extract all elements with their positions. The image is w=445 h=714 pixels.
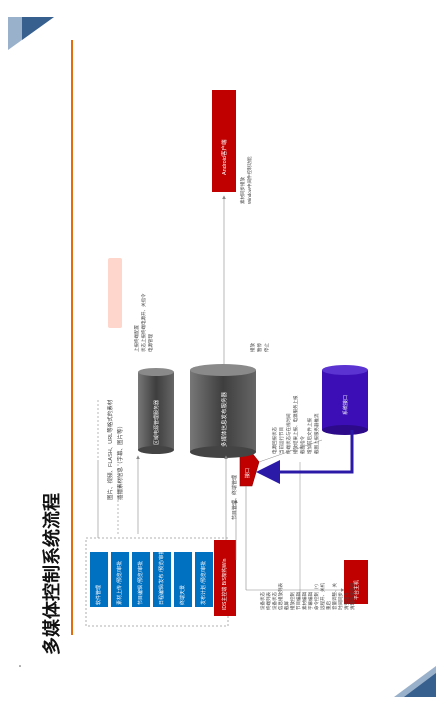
corner-decoration-top-dark [22, 17, 54, 40]
page-title: 多媒体控制系统流程 [41, 493, 62, 655]
android-note: Window中间件控制功能 [246, 156, 253, 204]
android-note: 素材同步播放 [239, 177, 246, 204]
system-interface-label: 系统接口 [342, 395, 349, 415]
terminal-note: 清理存储空间 [349, 583, 356, 610]
interface-notes: 电源回报状态 当前运行节目 终端状态与在线时间 播放结果上报、电源服务上报 截图… [271, 395, 320, 454]
terminal-note: 音量调整、关 [331, 583, 338, 610]
terminal-note: 设备状态 [271, 592, 278, 610]
connector [258, 439, 323, 463]
system-interface-cylinder [322, 365, 368, 435]
top-note-line2: 插播素材信息（字幕、图片等） [116, 423, 124, 500]
terminal-note: 命令控制（*） [313, 581, 320, 610]
terminal-notes: 设备状态 终端列表 设备状态 信息播放列表 截屏 播放控制 节目编辑 素材编辑 … [259, 581, 356, 610]
terminal-note: 字幕编辑 [307, 592, 314, 610]
media-server-cylinder [190, 364, 256, 458]
module-label: 素材上传 /预览/审批 [116, 561, 123, 605]
corner-decoration-bottom-dark [404, 673, 436, 697]
module-item: 日程编辑/发布 /预览/审批 [153, 549, 171, 607]
top-note: 图片、视频、FLASH、URL等格式的素材 插播素材信息（字幕、图片等） [106, 399, 124, 500]
page-dot [19, 665, 21, 667]
interface-label: 接口 [244, 468, 251, 478]
module-label: 发布计划 /预览/审批 [200, 561, 207, 605]
android-label: Android客户端 [220, 139, 228, 175]
power-server-cylinder [138, 368, 174, 454]
power-note: 上报终端配置 [133, 325, 140, 352]
interface-note: 电源回报状态 [271, 427, 278, 454]
terminal-note: 时间同步 [337, 592, 344, 610]
power-server-label: 区域电源管理服务器 [153, 400, 160, 445]
db-notes: 播放 暂停 停止 [249, 343, 270, 352]
server-note: 节目管理、终端管理 [231, 475, 238, 520]
db-note: 播放 [249, 343, 256, 352]
terminal-note: 截屏 [283, 601, 290, 610]
media-server-label: 多媒体信息发布服务器 [220, 391, 228, 447]
power-note: 电源管理 [147, 334, 154, 352]
interface-note: 截图上报服务器推流 [313, 413, 320, 454]
server-label: IDS主控端 B/S架构Win [221, 558, 228, 610]
module-item: 发布计划 /预览/审批 [195, 552, 213, 607]
module-label: 软件管理 [95, 585, 102, 605]
system-link [256, 430, 354, 484]
terminal-host-label: 平台主机 [353, 580, 360, 600]
terminal-note: 节目编辑 [295, 592, 302, 610]
interface-note: 播放结果上报、电源服务上报 [292, 395, 299, 454]
android-box [212, 90, 236, 192]
module-item: 终端天景 [174, 552, 192, 607]
terminal-host-box [344, 560, 368, 604]
interface-note: 终端状态与在线时间 [285, 413, 292, 454]
terminal-note: 远程开、关机 [319, 583, 326, 610]
terminal-note: 信息播放列表 [277, 583, 284, 610]
power-notes: 上报终端配置 状态上报终端电源开、关指令 电源管理 [133, 293, 154, 352]
module-label: 终端天景 [179, 585, 186, 605]
terminal-note: 清空指令 [343, 592, 350, 610]
top-note-line1: 图片、视频、FLASH、URL等格式的素材 [106, 399, 114, 500]
terminal-note: 素材编辑 [301, 592, 308, 610]
module-item: 节目编辑 /预览/审批 [132, 552, 150, 607]
module-label: 日程编辑/发布 /预览/审批 [158, 549, 165, 605]
module-item: 软件管理 [90, 552, 108, 607]
terminal-note: 设备状态 [259, 592, 266, 610]
android-notes: 素材同步播放 Window中间件控制功能 [239, 156, 253, 204]
interface-note: 当前运行节目 [278, 427, 285, 454]
terminal-note: 播放控制 [289, 592, 296, 610]
pink-note [108, 258, 122, 328]
server-box [214, 540, 236, 616]
interface-note: 增加前后文件上报 [306, 418, 313, 454]
module-item: 素材上传 /预览/审批 [111, 552, 129, 607]
power-note: 状态上报终端电源开、关指令 [140, 293, 147, 352]
interface-note: 截图指令 [299, 436, 306, 454]
db-note: 暂停 [256, 343, 263, 352]
terminal-note: 终端列表 [265, 592, 272, 610]
module-list: 软件管理 素材上传 /预览/审批 节目编辑 /预览/审批 日程编辑/发布 /预览… [90, 549, 213, 607]
terminal-note: 重启 [325, 601, 332, 610]
db-note: 停止 [263, 343, 270, 352]
module-label: 节目编辑 /预览/审批 [137, 561, 144, 605]
